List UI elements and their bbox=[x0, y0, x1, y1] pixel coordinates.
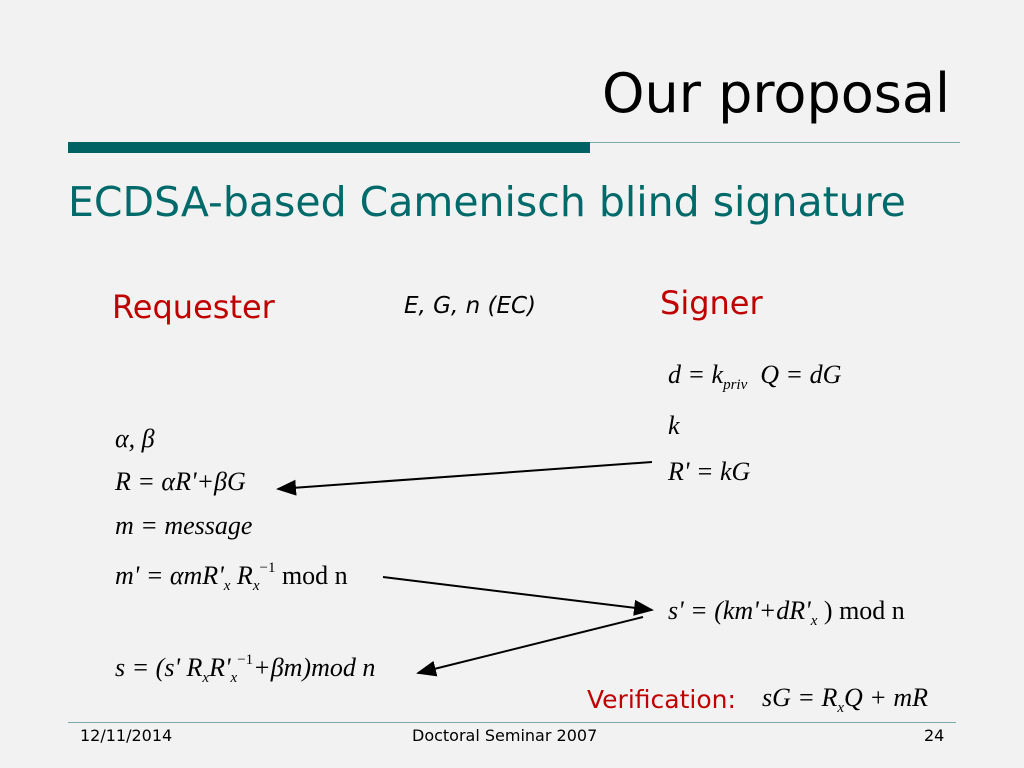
footer-title: Doctoral Seminar 2007 bbox=[412, 726, 598, 745]
sprime-sub: x bbox=[810, 613, 818, 629]
signer-label: Signer bbox=[660, 284, 763, 322]
requester-label: Requester bbox=[112, 288, 275, 326]
verification-sub: x bbox=[837, 700, 844, 716]
k-value: k bbox=[668, 411, 680, 440]
mprime-sub2: x bbox=[252, 578, 260, 594]
mprime-b: R bbox=[236, 561, 253, 590]
alpha-beta-text: α, β bbox=[115, 424, 155, 453]
signer-k: k bbox=[668, 411, 680, 441]
signer-keys-equation: d = kpriv Q = dG bbox=[668, 360, 841, 394]
keys-lhs: d = k bbox=[668, 360, 724, 389]
footer-date: 12/11/2014 bbox=[80, 726, 173, 745]
title-underline-thick bbox=[68, 142, 590, 153]
verification-label: Verification: bbox=[587, 685, 736, 714]
s-sub1: x bbox=[202, 670, 210, 686]
verification-rhs: Q + mR bbox=[844, 683, 928, 712]
requester-mprime-equation: m' = αmR'x Rx−1 mod n bbox=[115, 560, 348, 595]
slide-subtitle: ECDSA-based Camenisch blind signature bbox=[68, 178, 906, 226]
s-sub2: x bbox=[230, 670, 238, 686]
verification-lhs: sG = R bbox=[762, 683, 838, 712]
signer-sprime-equation: s' = (km'+dR'x ) mod n bbox=[668, 596, 905, 630]
m-text: m = message bbox=[115, 511, 253, 540]
page-number: 24 bbox=[924, 726, 945, 745]
keys-sub: priv bbox=[723, 377, 748, 393]
keys-rhs: Q = dG bbox=[760, 360, 842, 389]
signer-rprime-equation: R' = kG bbox=[668, 457, 750, 487]
s-b: R' bbox=[209, 653, 231, 682]
curve-params: E, G, n (EC) bbox=[404, 293, 537, 319]
arrow-rprime-to-requester bbox=[276, 461, 653, 496]
requester-s-equation: s = (s' RxR'x−1+βm)mod n bbox=[115, 652, 375, 687]
slide-title: Our proposal bbox=[602, 62, 950, 125]
arrow-mprime-to-signer bbox=[382, 576, 654, 616]
arrow-sprime-to-requester bbox=[416, 616, 644, 677]
title-underline-thin bbox=[590, 142, 960, 143]
requester-alpha-beta: α, β bbox=[115, 424, 155, 454]
mprime-tail: mod n bbox=[281, 561, 348, 590]
rprime-text: R' = kG bbox=[668, 457, 751, 486]
verification-equation: sG = RxQ + mR bbox=[762, 683, 928, 717]
requester-R-equation: R = αR'+βG bbox=[115, 467, 246, 497]
s-sup: −1 bbox=[237, 652, 254, 668]
mprime-sub1: x bbox=[223, 578, 231, 594]
s-a: s = (s' R bbox=[115, 653, 203, 682]
R-text: R = αR'+βG bbox=[115, 467, 246, 496]
s-tail: +βm)mod n bbox=[253, 653, 376, 682]
sprime-text: s' = (km'+dR' bbox=[668, 596, 811, 625]
footer-rule bbox=[68, 722, 956, 723]
sprime-tail: ) mod n bbox=[823, 596, 905, 625]
mprime-sup: −1 bbox=[259, 560, 276, 576]
mprime-a: m' = αmR' bbox=[115, 561, 224, 590]
requester-m-equation: m = message bbox=[115, 511, 252, 541]
